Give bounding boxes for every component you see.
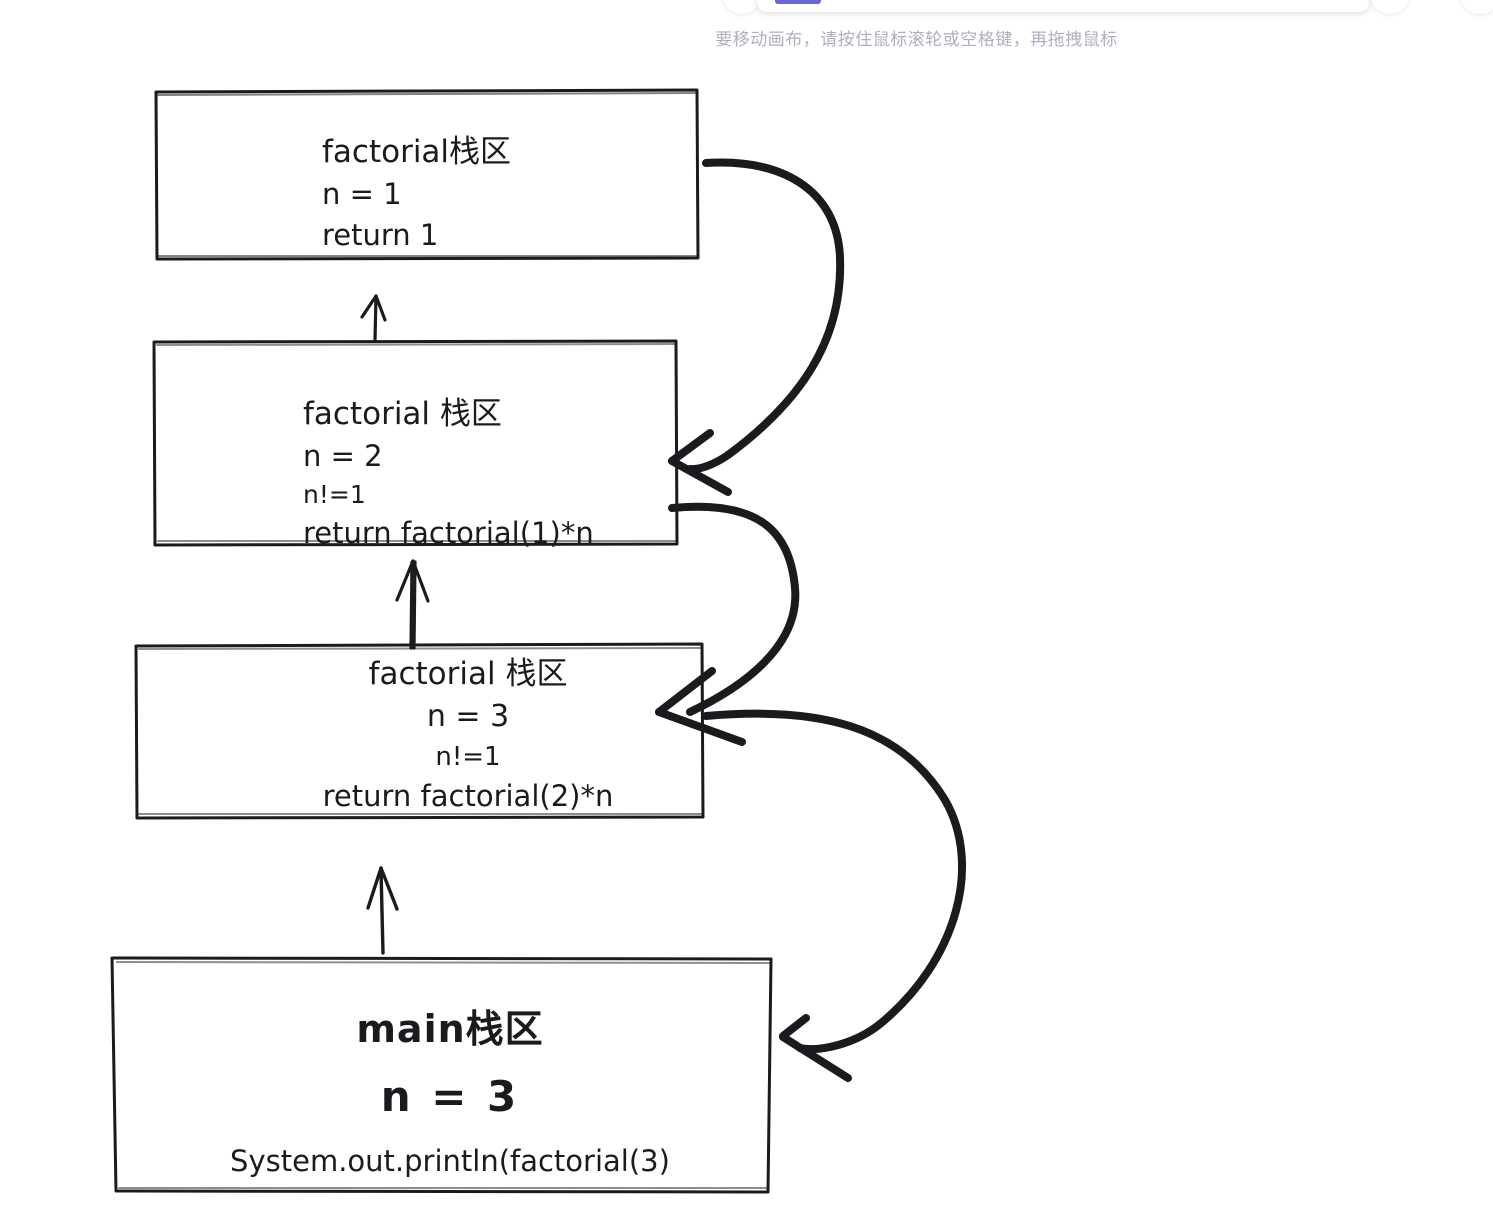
frame-line-condition: n!=1 [303, 480, 366, 510]
arrow-return-n1-to-n2[interactable] [668, 158, 845, 496]
frame-title-main: main栈区 [356, 1007, 544, 1051]
toolbar-round-button-right-2[interactable] [1460, 0, 1493, 14]
frame-line-n-value: n = 1 [322, 177, 402, 212]
frame-title-factorial-n1: factorial栈区 [322, 134, 512, 170]
arrow-call-n2-to-n1[interactable] [360, 294, 387, 342]
frame-text-factorial-n2: factorial 栈区 n = 2 n!=1 return factorial… [303, 392, 594, 554]
frame-rect-factorial-n2[interactable] [152, 339, 679, 547]
arrow-return-n3-to-main[interactable] [702, 709, 966, 1082]
toolbar-panel[interactable] [757, 0, 1369, 12]
frame-line-n-value: n = 3 [380, 1071, 520, 1121]
arrow-call-n3-to-n2[interactable] [395, 559, 430, 650]
frame-text-factorial-n1: factorial栈区 n = 1 return 1 [322, 130, 511, 256]
frame-text-main: main栈区 n = 3 System.out.println(factoria… [130, 1003, 770, 1182]
frame-title-factorial-n2: factorial 栈区 [303, 396, 502, 432]
toolbar-active-tool-indicator [775, 0, 821, 4]
frame-line-return: return factorial(2)*n [322, 778, 614, 813]
arrow-call-main-to-n3[interactable] [366, 866, 399, 955]
toolbar-round-button-right-1[interactable] [1370, 0, 1410, 14]
toolbar-round-button-left[interactable] [722, 0, 762, 14]
frame-title-factorial-n3: factorial 栈区 [368, 656, 568, 692]
frame-line-return: return 1 [322, 218, 439, 253]
frame-rect-factorial-n3[interactable] [134, 642, 705, 820]
frame-line-n-value: n = 3 [426, 699, 510, 735]
frame-line-return: return factorial(1)*n [303, 515, 594, 550]
frame-line-n-value: n = 2 [303, 439, 383, 474]
frame-rect-main[interactable] [110, 956, 773, 1194]
frame-rect-factorial-n1[interactable] [154, 88, 700, 261]
arrow-return-n2-to-n3[interactable] [655, 502, 800, 746]
canvas-pan-hint: 要移动画布，请按住鼠标滚轮或空格键，再拖拽鼠标 [715, 30, 1118, 50]
frame-line-println: System.out.println(factorial(3) [230, 1143, 670, 1178]
frame-text-factorial-n3: factorial 栈区 n = 3 n!=1 return factorial… [258, 652, 678, 817]
frame-line-condition: n!=1 [435, 741, 501, 772]
